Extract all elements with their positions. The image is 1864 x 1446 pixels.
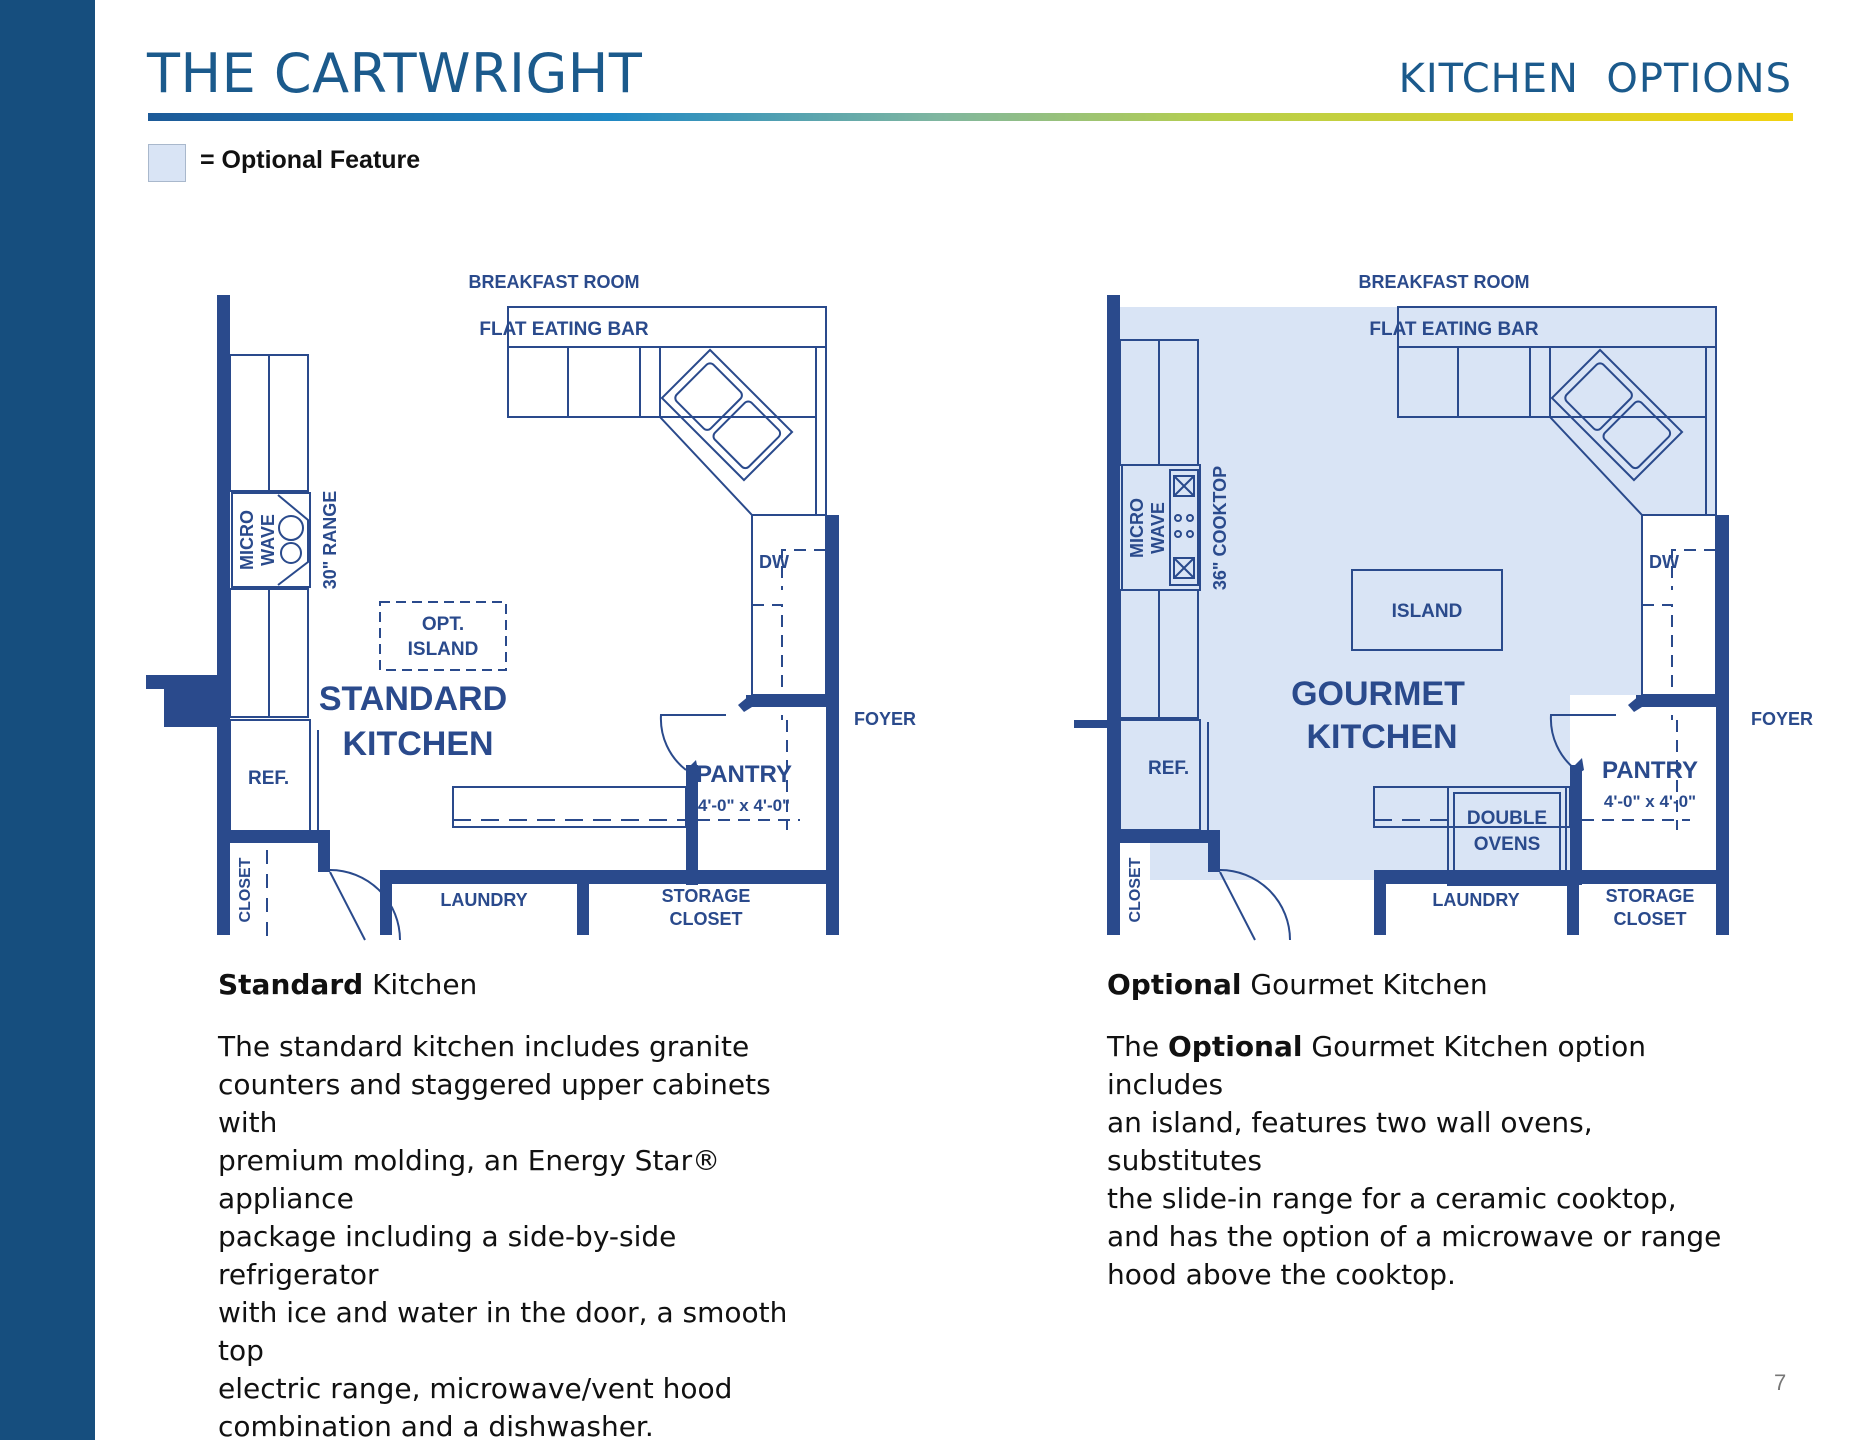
gourmet-desc-post: Gourmet Kitchen option includes [1107,1030,1647,1101]
breakfast-room-label: BREAKFAST ROOM [469,272,640,292]
pantry-label: PANTRY [696,761,792,788]
dw-label: DW [759,552,789,572]
storage-label: STORAGE [1606,886,1695,906]
storage-label: STORAGE [662,886,751,906]
gourmet-caption: Optional Gourmet Kitchen [1107,968,1488,1001]
ovens-label: OVENS [1474,834,1541,855]
wave-label: WAVE [258,514,278,566]
foyer-label: FOYER [854,709,916,729]
closet-label: CLOSET [237,857,254,922]
double-label: DOUBLE [1467,808,1547,829]
gourmet-kitchen-plan: BREAKFAST ROOM FLAT EATING BAR MICRO WAV… [1030,250,1864,950]
opt-island-label: ISLAND [408,639,479,660]
eating-bar-label: FLAT EATING BAR [479,319,648,340]
standard-desc-line: combination and a dishwasher. [218,1410,654,1443]
gourmet-desc-line: an island, features two wall ovens, subs… [1107,1106,1593,1177]
gourmet-desc-line: the slide-in range for a ceramic cooktop… [1107,1182,1677,1215]
standard-caption: Standard Kitchen [218,968,477,1001]
breakfast-room-label: BREAKFAST ROOM [1359,272,1530,292]
standard-caption-bold: Standard [218,968,364,1001]
closet-label: CLOSET [1127,857,1144,922]
gourmet-label: GOURMET [1291,675,1465,713]
micro-label: MICRO [237,510,257,570]
standard-desc-line: premium molding, an Energy Star® applian… [218,1144,721,1215]
laundry-label: LAUNDRY [440,890,527,910]
kitchen-label: KITCHEN [342,725,493,763]
standard-desc-line: counters and staggered upper cabinets wi… [218,1068,771,1139]
ref-label: REF. [1148,758,1189,779]
standard-caption-rest: Kitchen [363,968,478,1001]
gourmet-caption-rest: Gourmet Kitchen [1241,968,1488,1001]
storage-closet-label: CLOSET [1613,909,1686,929]
standard-label: STANDARD [319,680,507,718]
standard-desc-line: The standard kitchen includes granite [218,1030,750,1063]
kitchen-label: KITCHEN [1306,718,1457,756]
standard-desc-line: with ice and water in the door, a smooth… [218,1296,788,1367]
standard-kitchen-plan: BREAKFAST ROOM FLAT EATING BAR MICRO WAV… [140,250,1040,950]
standard-desc-line: package including a side-by-side refrige… [218,1220,677,1291]
page-number: 7 [1774,1370,1787,1395]
optional-feature-swatch [148,144,186,182]
ref-label: REF. [248,768,289,789]
section-title: KITCHEN OPTIONS [1398,56,1792,102]
legend-label: = Optional Feature [200,146,421,174]
wave-label: WAVE [1148,502,1168,554]
cooktop-label: 36" COOKTOP [1210,466,1230,590]
dw-label: DW [1649,552,1679,572]
gourmet-desc-pre: The [1107,1030,1168,1063]
eating-bar-label: FLAT EATING BAR [1369,319,1538,340]
pantry-size-label: 4'-0" x 4'-0" [698,796,790,815]
laundry-label: LAUNDRY [1432,890,1519,910]
pantry-size-label: 4'-0" x 4'-0" [1604,792,1696,811]
gourmet-desc-line: hood above the cooktop. [1107,1258,1456,1291]
gourmet-desc-bold: Optional [1167,1030,1303,1063]
gourmet-caption-bold: Optional [1107,968,1242,1001]
standard-desc-line: electric range, microwave/vent hood [218,1372,733,1405]
gourmet-desc-line: The Optional Gourmet Kitchen option incl… [1107,1028,1727,1104]
gourmet-description: The Optional Gourmet Kitchen option incl… [1107,1028,1727,1294]
range-label: 30" RANGE [320,491,340,590]
storage-closet-label: CLOSET [669,909,742,929]
micro-label: MICRO [1127,498,1147,558]
foyer-label: FOYER [1751,709,1813,729]
gradient-rule [148,113,1793,121]
gourmet-desc-line: and has the option of a microwave or ran… [1107,1220,1722,1253]
standard-description: The standard kitchen includes granite co… [218,1028,838,1446]
opt-label: OPT. [422,614,464,635]
pantry-label: PANTRY [1602,757,1698,784]
island-label: ISLAND [1392,601,1463,622]
page-title: THE CARTWRIGHT [147,42,643,105]
sidebar-band [0,0,95,1440]
